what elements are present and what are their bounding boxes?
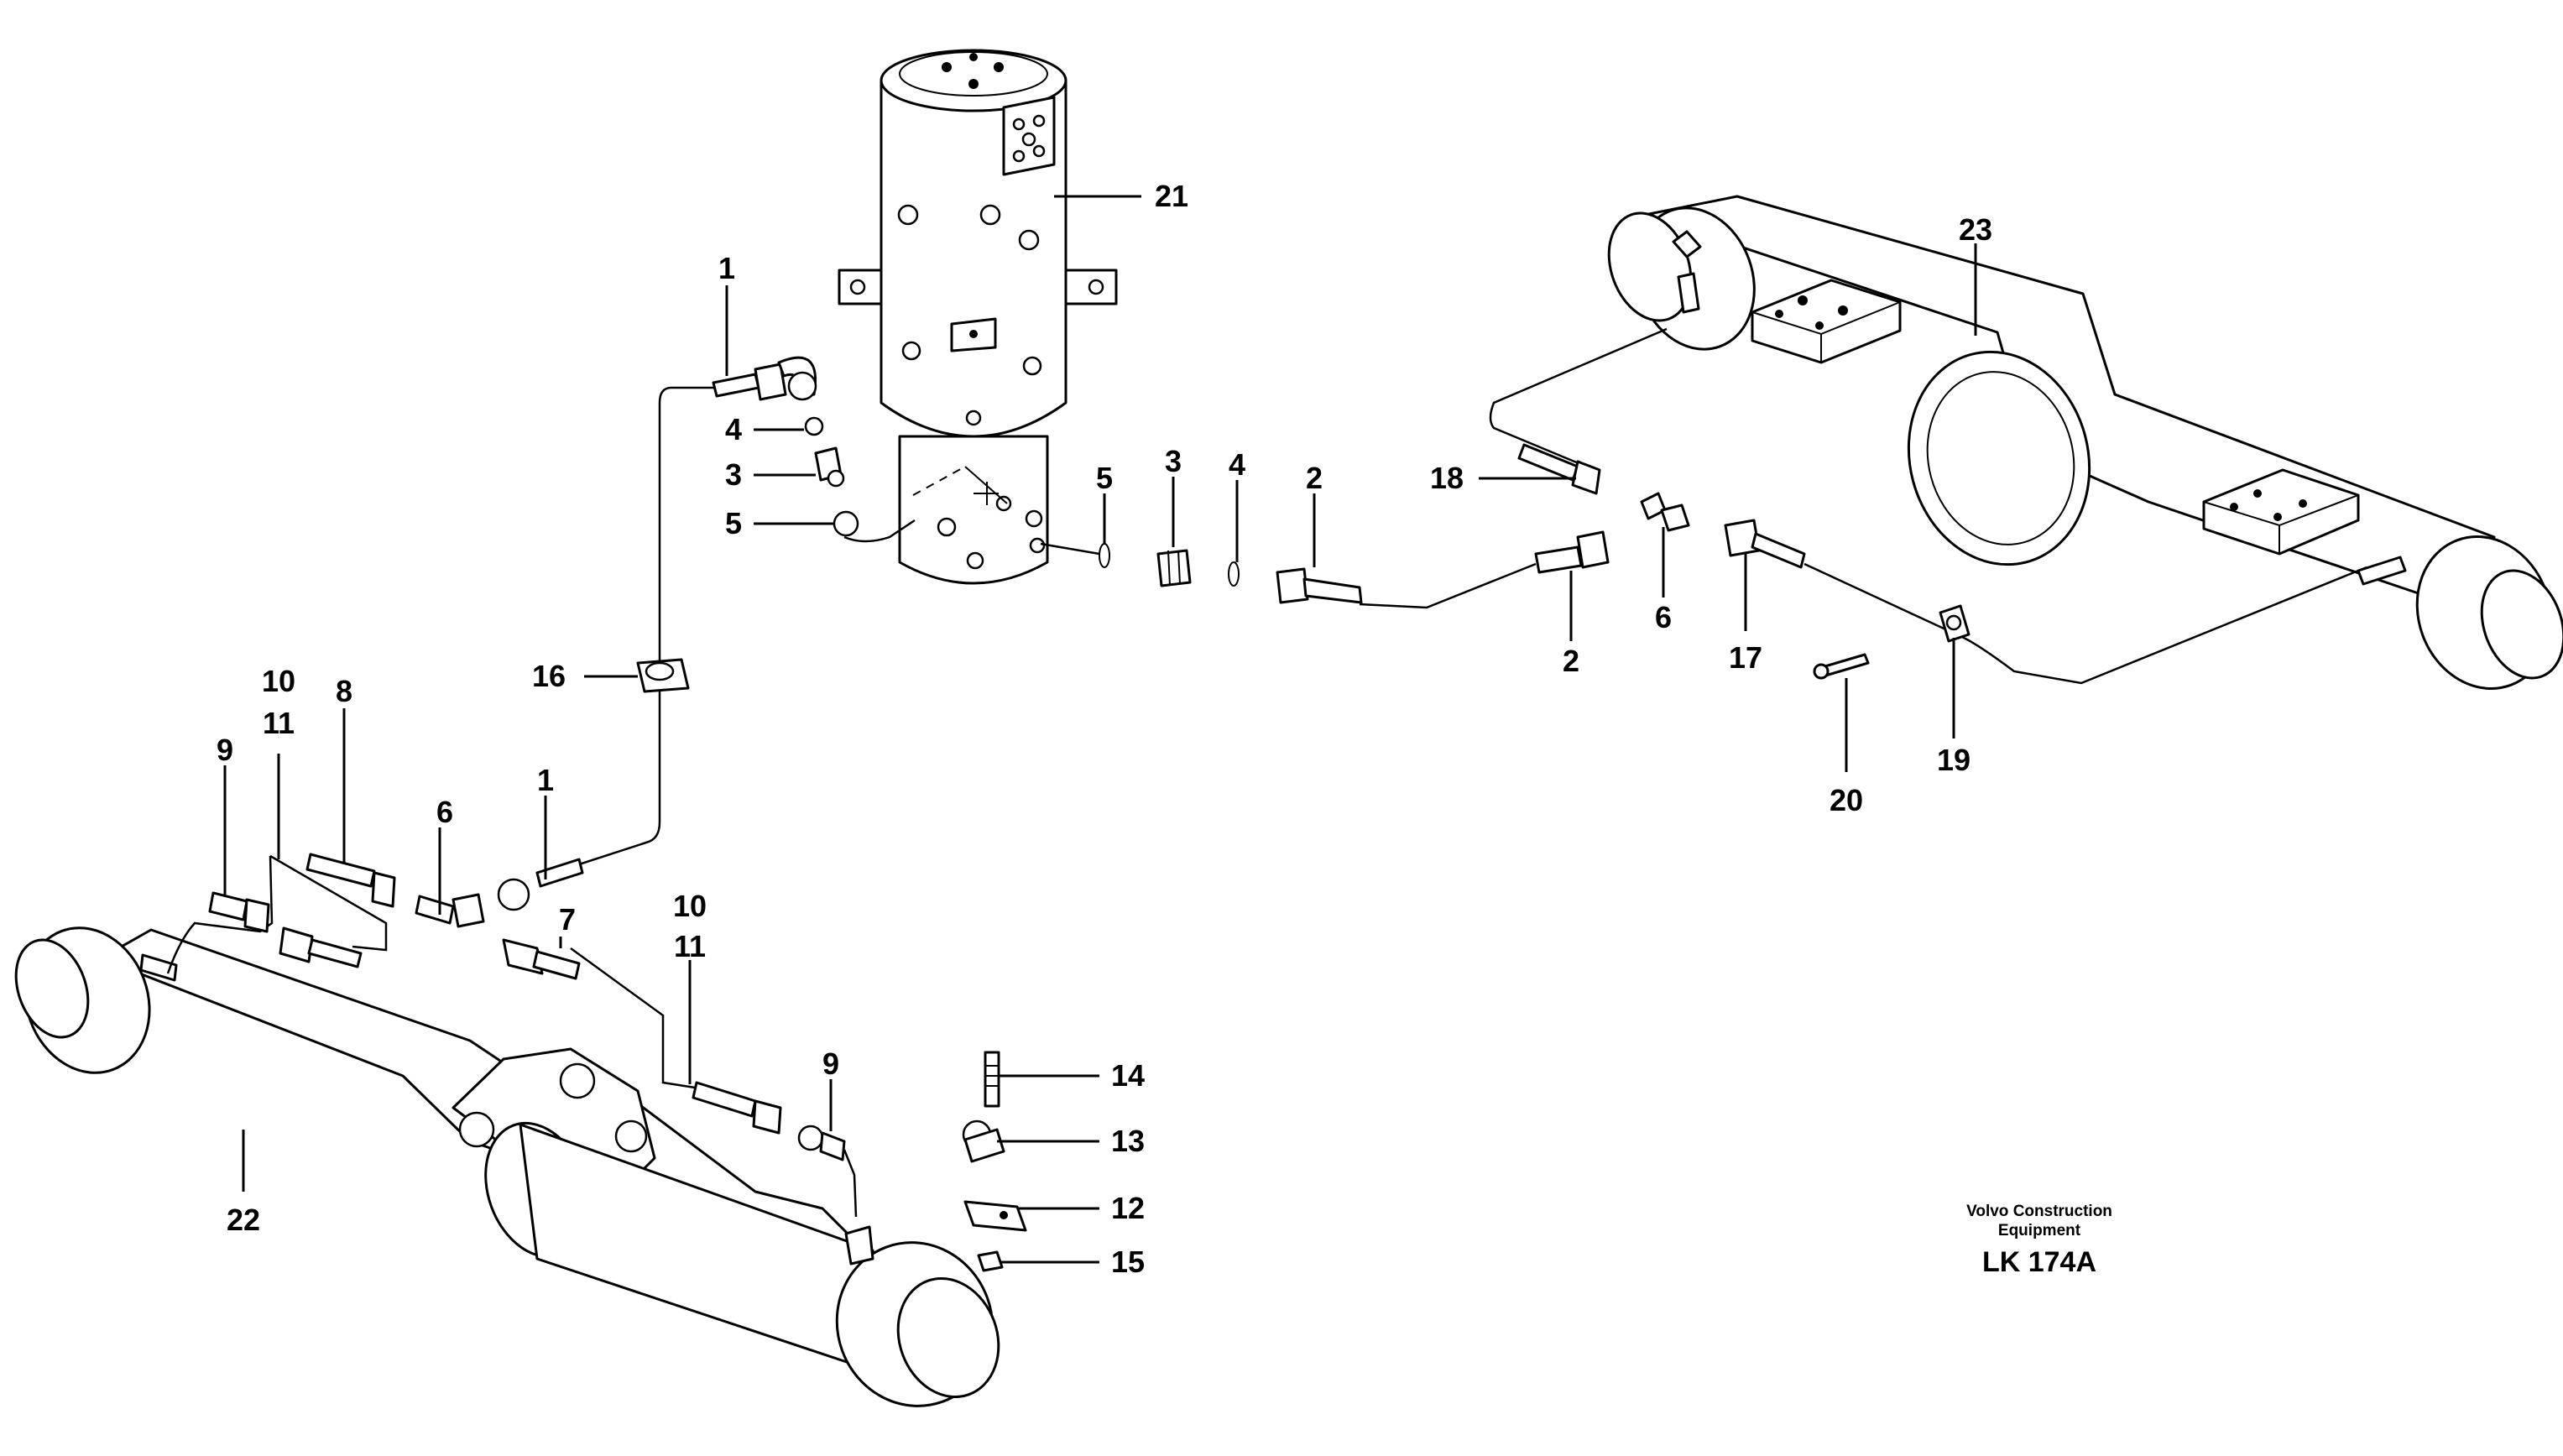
callout-11-upper: 11	[263, 706, 295, 740]
callout-4-left: 4	[725, 412, 742, 446]
callout-1-upper: 1	[718, 251, 735, 285]
leader-lines	[223, 195, 1977, 1264]
callout-10-upper: 10	[262, 664, 295, 698]
callout-3-left: 3	[725, 457, 742, 492]
callouts: 21 23 1 4 3 5 5 3 4 2 18 2 6 17 19 20 16…	[217, 179, 1992, 1279]
callout-14: 14	[1111, 1058, 1145, 1093]
callout-20: 20	[1830, 783, 1863, 817]
callout-12: 12	[1111, 1191, 1145, 1225]
callout-1-lower: 1	[537, 763, 554, 797]
callout-23: 23	[1959, 212, 1992, 247]
callout-6-right: 6	[1655, 600, 1672, 634]
drawing-code: LK 174A	[1981, 1246, 2097, 1278]
callout-13: 13	[1111, 1124, 1145, 1158]
callout-11-lower: 11	[674, 929, 706, 963]
callout-9-right: 9	[822, 1046, 839, 1081]
callout-8: 8	[336, 674, 352, 708]
swivel-joint-21	[838, 49, 1118, 585]
manufacturer-line-1: Volvo Construction	[1966, 1203, 2112, 1220]
callout-16: 16	[532, 659, 566, 693]
drawing-footer: Volvo Construction Equipment LK 174A	[1922, 1202, 2157, 1281]
front-axle-22	[14, 926, 1000, 1407]
manufacturer-line-2: Equipment	[1997, 1222, 2081, 1239]
hose-lines	[166, 327, 2367, 1218]
callout-2-upper: 2	[1306, 461, 1323, 495]
callout-2-lower: 2	[1563, 644, 1579, 678]
callout-5-left: 5	[725, 506, 742, 540]
callout-15: 15	[1111, 1245, 1145, 1279]
callout-7: 7	[559, 902, 576, 937]
callout-19: 19	[1937, 743, 1971, 777]
callout-18: 18	[1430, 461, 1464, 495]
callout-17: 17	[1729, 640, 1762, 675]
callout-9-left: 9	[217, 733, 233, 767]
callout-10-lower: 10	[673, 889, 707, 923]
callout-3-right: 3	[1165, 444, 1182, 478]
callout-21: 21	[1155, 179, 1188, 213]
callout-5-right: 5	[1096, 461, 1113, 495]
callout-22: 22	[227, 1203, 260, 1237]
callout-4-right: 4	[1229, 447, 1245, 482]
callout-6-left: 6	[436, 795, 453, 829]
fittings	[208, 356, 1971, 1272]
rear-axle-23	[1607, 195, 2563, 690]
